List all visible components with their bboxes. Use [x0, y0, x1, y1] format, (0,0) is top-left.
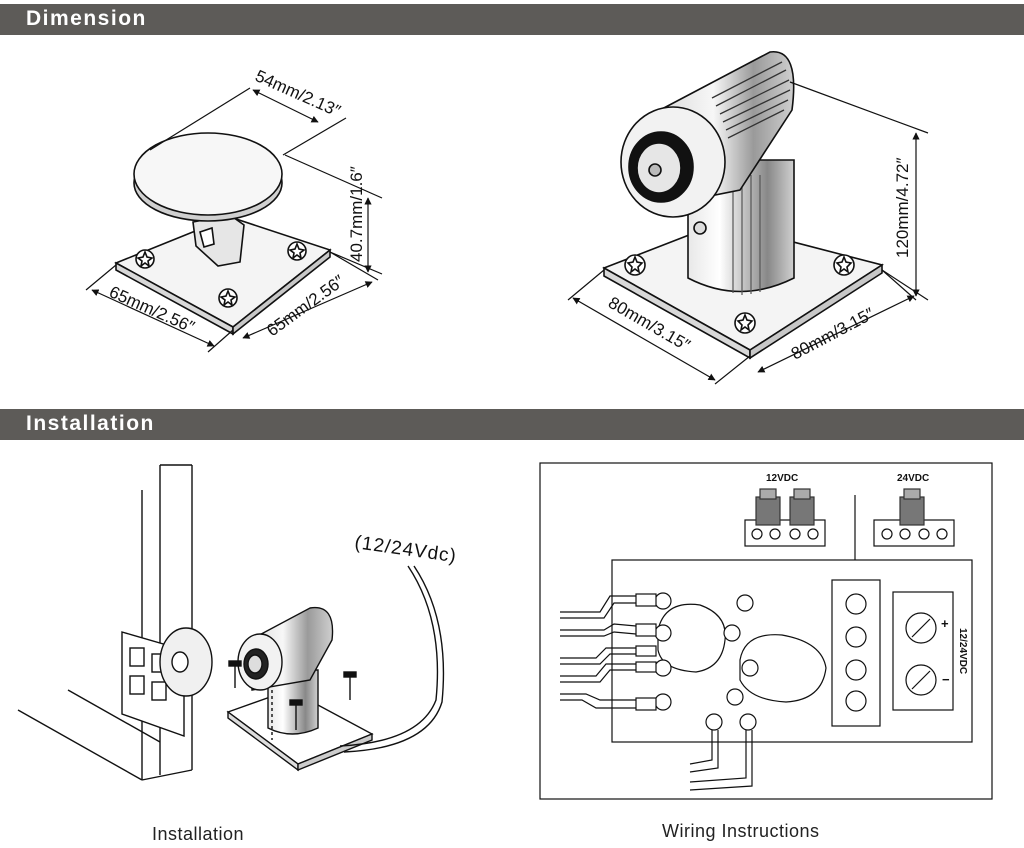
screw-icon — [624, 254, 646, 276]
wiring-diagram — [539, 462, 993, 800]
installation-section-bar: Installation — [0, 409, 1024, 440]
small-height-label: 40.7mm/1.6″ — [347, 166, 366, 262]
label-minus: − — [942, 672, 950, 687]
dimension-section-title: Dimension — [26, 7, 147, 30]
label-24vdc: 24VDC — [897, 473, 929, 484]
screw-icon — [135, 249, 155, 269]
installation-caption: Installation — [152, 824, 245, 844]
installation-drawing — [17, 464, 445, 781]
label-side-voltage: 12/24VDC — [957, 628, 968, 674]
label-12vdc: 12VDC — [766, 473, 798, 484]
small-dimension-lines — [85, 87, 383, 353]
large-height-label: 120mm/4.72″ — [893, 157, 912, 258]
voltage-label: (12/24Vdc) — [353, 532, 458, 567]
magnet-unit-drawing — [602, 51, 884, 360]
screw-icon — [734, 312, 756, 334]
screw-icon — [833, 254, 855, 276]
installation-section-title: Installation — [26, 412, 155, 435]
label-plus: + — [941, 616, 949, 631]
screw-icon — [218, 288, 238, 308]
wiring-caption: Wiring Instructions — [662, 821, 820, 841]
dimension-section-bar: Dimension — [0, 4, 1024, 35]
screw-icon — [287, 241, 307, 261]
large-dimension-lines — [567, 81, 929, 385]
